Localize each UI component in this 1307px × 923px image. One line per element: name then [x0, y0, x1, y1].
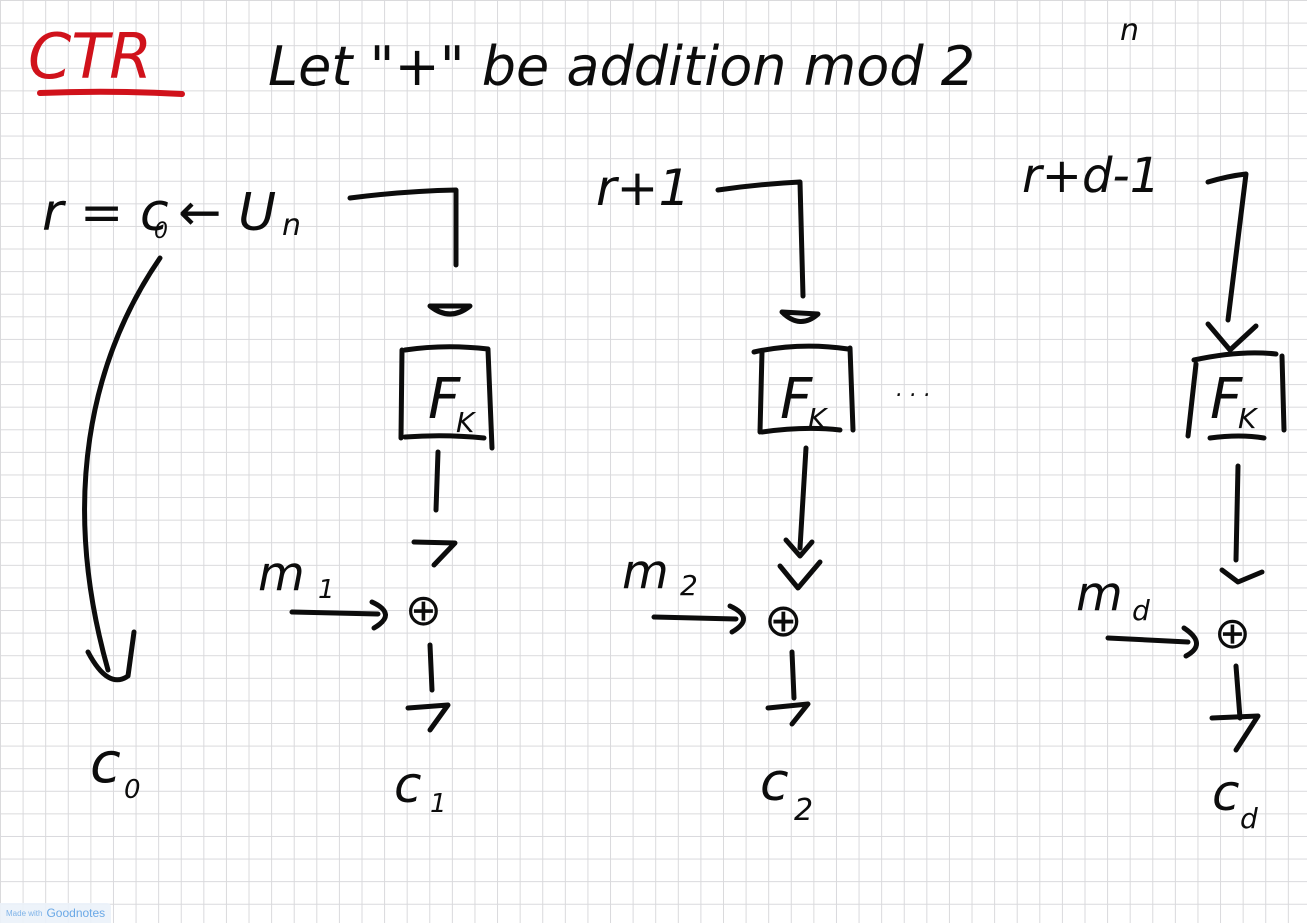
arrowhead-into-prf-2	[779, 309, 821, 324]
xor-to-cipher-wire-1	[427, 642, 435, 693]
ellipsis: . . .	[896, 377, 931, 402]
counter-wire-1	[347, 187, 459, 268]
prf-box-left-2	[757, 349, 765, 435]
arrowhead-into-prf-1	[427, 303, 473, 317]
prf-box-top-d	[1191, 350, 1279, 363]
title-ctr: CTR	[28, 20, 152, 93]
xor-d: ⊕	[1214, 608, 1251, 659]
message-wire-1	[289, 609, 381, 617]
message-1-subscript: 1	[318, 575, 335, 605]
prf-box-top-2	[751, 343, 851, 355]
cipher-1: c	[394, 756, 422, 814]
cipher-2: c	[760, 753, 789, 813]
arrowhead-into-xor-2a	[783, 537, 815, 559]
counter-d: r+d-1	[1022, 148, 1160, 204]
prf-box-right-d	[1279, 353, 1287, 433]
prf-box-right-1	[485, 347, 495, 451]
counter-2: r+1	[596, 159, 690, 217]
counter-set-subscript: n	[282, 208, 301, 243]
message-wire-d	[1105, 635, 1191, 645]
message-arrowhead-1	[369, 599, 388, 631]
xor-to-cipher-wire-2	[789, 649, 797, 701]
prf-box-top-1	[402, 344, 491, 353]
xor-to-cipher-wire-d	[1233, 663, 1243, 721]
prf-box-left-d	[1185, 361, 1199, 439]
heading-text: Let "+" be addition mod 2	[268, 35, 975, 98]
arrowhead-into-xor-1	[411, 539, 458, 568]
message-2: m	[622, 544, 669, 600]
prf-box-bottom-d	[1207, 433, 1267, 441]
watermark-prefix: Made with	[6, 908, 43, 918]
message-arrowhead-2	[727, 603, 746, 635]
prf-box-bottom-1	[402, 433, 487, 441]
iv-output-subscript: 0	[124, 775, 141, 805]
iv-output-arrow	[82, 255, 163, 673]
arrowhead-into-xor-2b	[777, 559, 823, 591]
counter-sample-from: ← U	[178, 183, 276, 243]
prf-subscript-d: K	[1238, 402, 1259, 435]
message-1: m	[258, 546, 305, 602]
xor-1: ⊕	[405, 585, 442, 636]
cipher-d-subscript: d	[1240, 802, 1258, 835]
prf-to-xor-wire-d	[1233, 463, 1241, 563]
arrowhead-into-prf-d	[1205, 321, 1259, 353]
watermark-brand: Goodnotes	[46, 906, 106, 920]
prf-label-1: F	[428, 367, 461, 432]
title-underline	[37, 88, 185, 97]
message-d-subscript: d	[1132, 594, 1150, 627]
prf-to-xor-wire-1	[433, 449, 441, 513]
arrowhead-into-xor-d	[1219, 567, 1265, 585]
arrowhead-to-cipher-2	[765, 701, 811, 727]
message-2-subscript: 2	[680, 569, 698, 602]
prf-box-right-2	[847, 345, 856, 433]
message-d: m	[1076, 566, 1123, 622]
iv-output-c: c	[90, 731, 121, 796]
prf-label-2: F	[780, 367, 813, 432]
arrowhead-to-cipher-1	[405, 702, 451, 733]
prf-box-bottom-2	[759, 425, 843, 435]
iv-output-arrowhead	[85, 629, 137, 683]
cipher-d: c	[1212, 764, 1240, 822]
goodnotes-watermark: Made with Goodnotes	[0, 903, 112, 923]
counter-r-equals-c: r = c	[42, 183, 169, 243]
prf-label-d: F	[1210, 367, 1243, 432]
counter-wire-d	[1205, 171, 1249, 323]
message-arrowhead-d	[1181, 625, 1199, 659]
prf-subscript-1: K	[456, 406, 477, 439]
counter-wire-2	[715, 179, 806, 299]
cipher-1-subscript: 1	[430, 789, 447, 819]
cipher-2-subscript: 2	[794, 793, 813, 828]
heading-exponent: n	[1120, 13, 1139, 48]
prf-box-left-1	[398, 347, 405, 441]
xor-2: ⊕	[764, 593, 803, 647]
prf-to-xor-wire-2	[797, 445, 809, 551]
message-wire-2	[651, 614, 739, 622]
arrowhead-to-cipher-d	[1209, 713, 1261, 753]
counter-c-subscript: 0	[154, 219, 168, 244]
prf-subscript-2: K	[808, 402, 829, 435]
